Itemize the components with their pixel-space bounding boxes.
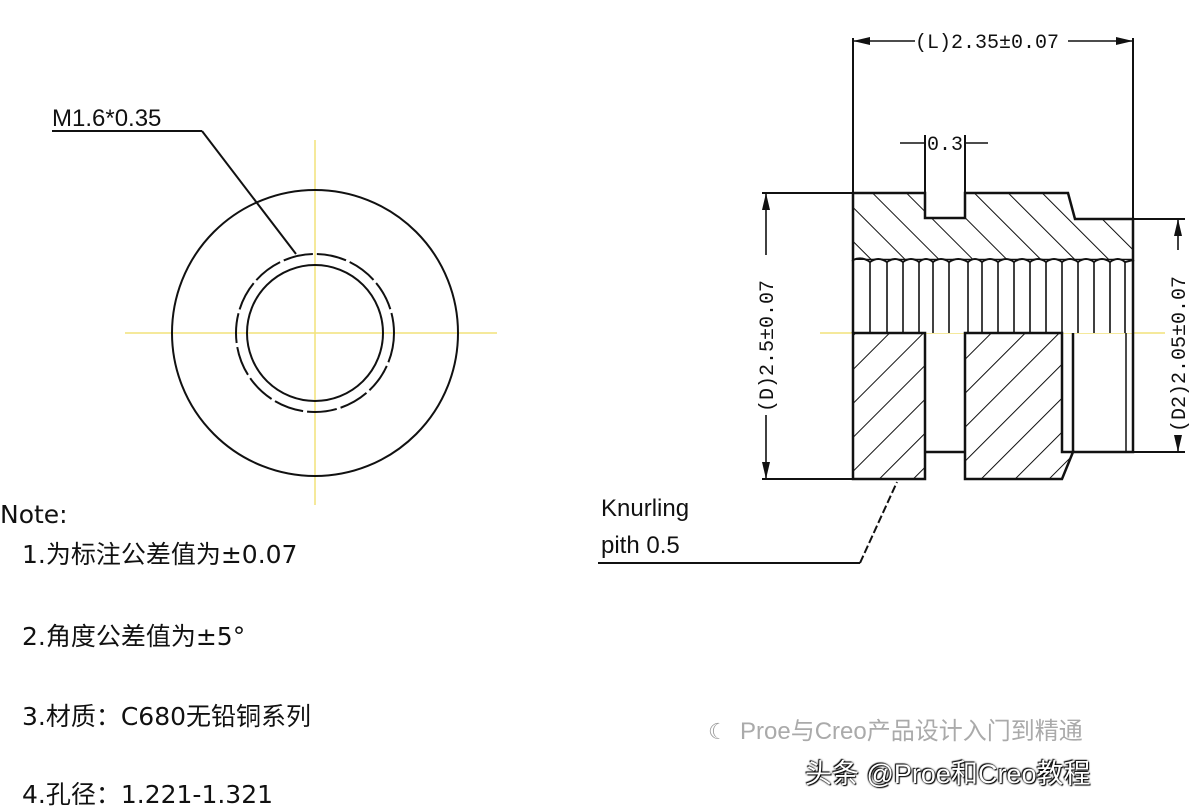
note-item: 2.角度公差值为±5° (22, 622, 246, 651)
watermark-back: Proe与Creo产品设计入门到精通 (740, 718, 1083, 745)
note-item: 4.孔径：1.221-1.321 (22, 780, 274, 809)
note-item: 1.为标注公差值为±0.07 (22, 540, 298, 569)
groove-dimension: 0.3 (927, 134, 963, 157)
arrow-icon (762, 462, 770, 479)
upper-body-section (851, 191, 1135, 262)
lower-right-section (963, 331, 1075, 481)
outer-circle (171, 189, 459, 477)
watermark-front: 头条 @Proe和Creo教程 (805, 759, 1091, 789)
note-item: 3.材质：C680无铅铜系列 (22, 702, 312, 731)
knurling-leader (859, 481, 898, 564)
lower-left-section (851, 331, 927, 481)
thread-circle (235, 253, 395, 413)
section-view: (L)2.35±0.07 0.3 (D)2.5±0.07 (D2)2.05±0.… (598, 32, 1192, 564)
arrow-icon (762, 193, 770, 210)
knurl-profile (852, 257, 1134, 264)
thread-label: M1.6*0.35 (52, 105, 161, 132)
knurling-label: Knurling (601, 495, 689, 522)
knurl-lines (869, 262, 1126, 333)
diameter2-dimension: (D2)2.05±0.07 (1169, 276, 1192, 432)
arrow-icon (1174, 435, 1182, 452)
knurling-pitch: pith 0.5 (601, 532, 680, 559)
length-dimension: (L)2.35±0.07 (915, 32, 1059, 55)
arrow-icon (1174, 219, 1182, 236)
arrow-icon (1116, 37, 1133, 45)
arrow-icon (853, 37, 870, 45)
inner-circle (246, 264, 384, 402)
diameter-dimension: (D)2.5±0.07 (757, 280, 780, 412)
wechat-logo-icon: ☾ (708, 719, 728, 744)
thread-leader (201, 130, 297, 255)
front-view: M1.6*0.35 (52, 105, 497, 505)
notes-heading: Note: (0, 500, 68, 529)
knurl-zone (853, 260, 1133, 333)
